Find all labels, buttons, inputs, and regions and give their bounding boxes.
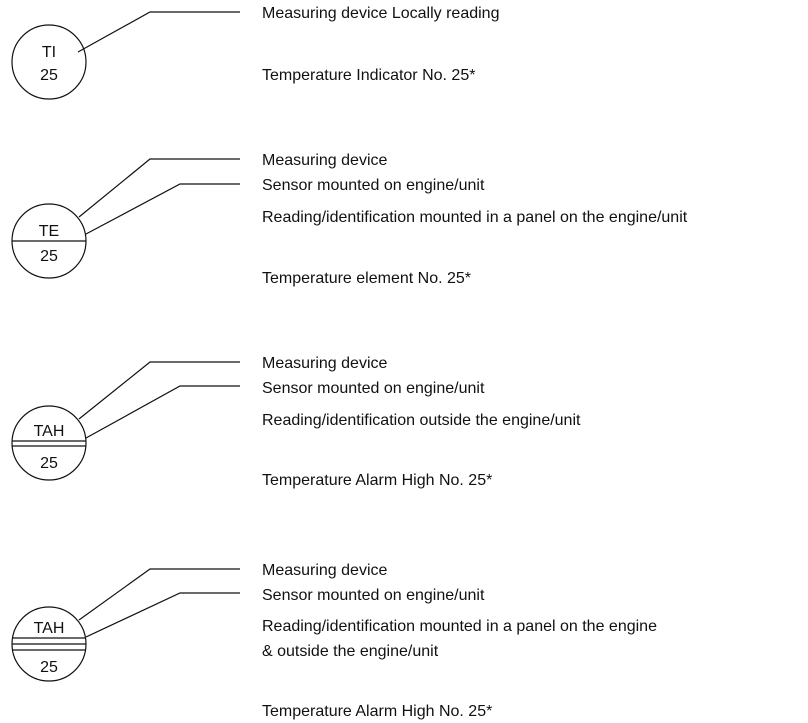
instrument-bubble (11, 405, 87, 481)
symbol-caption: Temperature Alarm High No. 25* (262, 703, 492, 720)
description-line: Sensor mounted on engine/unit (262, 587, 485, 604)
symbol-ti-locally-reading: TI 25 Measuring device Locally reading T… (11, 5, 499, 100)
leader-line-sensor (85, 183, 240, 235)
instrument-number: 25 (40, 455, 58, 472)
instrument-tag: TI (42, 44, 56, 61)
symbol-caption: Temperature Indicator No. 25* (262, 67, 475, 84)
instrument-tag: TAH (34, 620, 65, 637)
description-line: Measuring device (262, 355, 388, 372)
symbol-te-panel-on-engine: TE 25 Measuring device Sensor mounted on… (11, 152, 688, 287)
instrument-tag: TAH (34, 423, 65, 440)
description-line: Measuring device Locally reading (262, 5, 499, 22)
instrument-number: 25 (40, 659, 58, 676)
description-line: Reading/identification mounted in a pane… (262, 209, 688, 226)
description-line: Reading/identification outside the engin… (262, 412, 581, 429)
description-line: Reading/identification mounted in a pane… (262, 618, 657, 635)
instrument-number: 25 (40, 248, 58, 265)
leader-line-sensor (85, 385, 240, 439)
description-line: & outside the engine/unit (262, 643, 439, 660)
instrument-bubble (11, 24, 87, 100)
symbol-tah-panel-and-outside: TAH 25 Measuring device Sensor mounted o… (11, 562, 657, 720)
leader-line-measuring-device (78, 361, 240, 420)
leader-line-measuring-device (78, 158, 240, 218)
description-line: Measuring device (262, 152, 388, 169)
leader-line-measuring-device (77, 11, 240, 53)
leader-line-measuring-device (78, 568, 240, 621)
description-line: Sensor mounted on engine/unit (262, 177, 485, 194)
description-line: Measuring device (262, 562, 388, 579)
symbol-tah-outside-engine: TAH 25 Measuring device Sensor mounted o… (11, 355, 581, 489)
symbol-caption: Temperature element No. 25* (262, 270, 471, 287)
symbol-caption: Temperature Alarm High No. 25* (262, 472, 492, 489)
description-line: Sensor mounted on engine/unit (262, 380, 485, 397)
leader-line-sensor (85, 592, 240, 638)
instrument-tag: TE (39, 223, 59, 240)
instrument-number: 25 (40, 67, 58, 84)
